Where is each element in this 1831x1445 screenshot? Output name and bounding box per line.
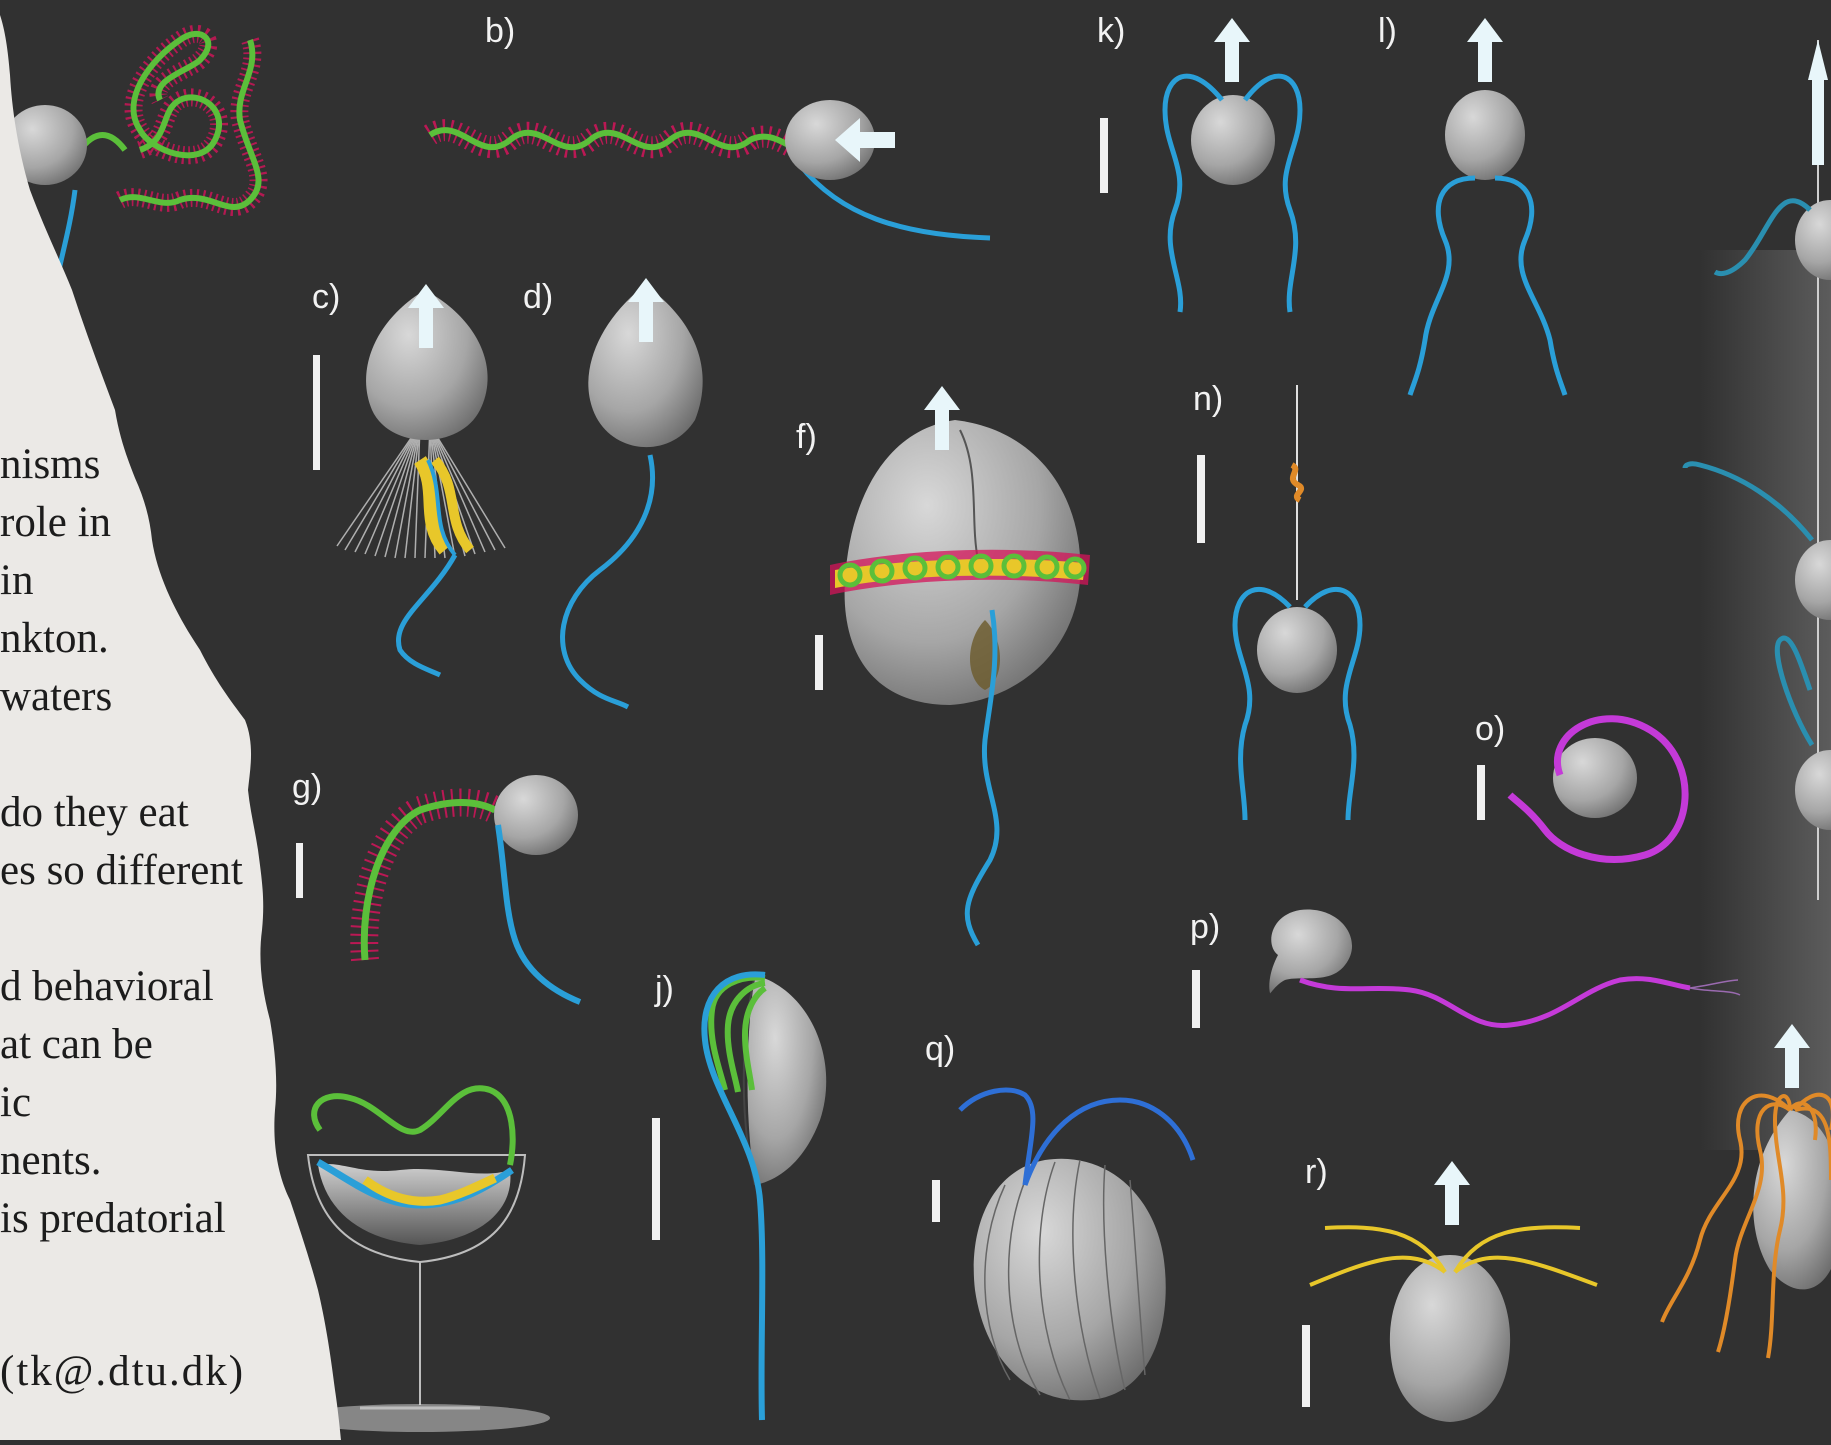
paper-text-line: es so different (0, 849, 243, 892)
scale-bar-g (296, 843, 303, 898)
organism-p (1192, 910, 1740, 1028)
panel-label-p: p) (1190, 908, 1220, 946)
scale-bar-n (1197, 455, 1205, 543)
panel-label-f: f) (796, 418, 817, 456)
paper-text-line: at can be (0, 1023, 153, 1066)
panel-label-o: o) (1475, 710, 1505, 748)
paper-text-line: nisms (0, 443, 100, 486)
paper-text-line: d behavioral (0, 965, 214, 1008)
organism-l (1410, 18, 1565, 395)
panel-label-g: g) (292, 768, 322, 806)
organism-n (1197, 385, 1360, 820)
organism-o (1477, 719, 1685, 860)
panel-label-n: n) (1193, 380, 1223, 418)
scale-bar-q (932, 1180, 940, 1222)
panel-label-b: b) (485, 12, 515, 50)
organism-c (313, 284, 505, 675)
organism-f (815, 386, 1090, 945)
contact-email[interactable]: (tk@.dtu.dk) (0, 1350, 245, 1393)
scale-bar-c (313, 355, 320, 470)
paper-text-line: nents. (0, 1139, 102, 1182)
organism-k (1100, 18, 1300, 312)
paper-text-line: nkton. (0, 617, 109, 660)
organism-q (932, 1090, 1193, 1400)
organism-d (563, 278, 703, 707)
scale-bar-o (1477, 765, 1485, 820)
panel-label-r: r) (1305, 1153, 1328, 1191)
paper-text-line: in (0, 559, 33, 602)
scale-bar-f (815, 635, 823, 690)
organism-r (1302, 1161, 1597, 1422)
paper-text-line: role in (0, 501, 111, 544)
right-glow (1700, 250, 1831, 1150)
panel-label-c: c) (312, 278, 340, 316)
panel-label-k: k) (1097, 12, 1125, 50)
paper-text-line: is predatorial (0, 1197, 226, 1240)
organism-j (652, 974, 826, 1420)
scale-bar-k (1100, 118, 1108, 193)
scale-bar-j (652, 1118, 660, 1240)
paper-text-line: do they eat (0, 791, 189, 834)
panel-label-d: d) (523, 278, 553, 316)
paper-text-line: waters (0, 675, 112, 718)
organism-b (430, 100, 990, 238)
paper-text-line: ic (0, 1081, 31, 1124)
panel-label-l: l) (1378, 12, 1397, 50)
scale-bar-p (1192, 970, 1200, 1028)
organism-g (296, 775, 580, 1002)
scale-bar-r (1302, 1325, 1310, 1407)
panel-label-q: q) (925, 1030, 955, 1068)
panel-label-j: j) (654, 970, 674, 1008)
